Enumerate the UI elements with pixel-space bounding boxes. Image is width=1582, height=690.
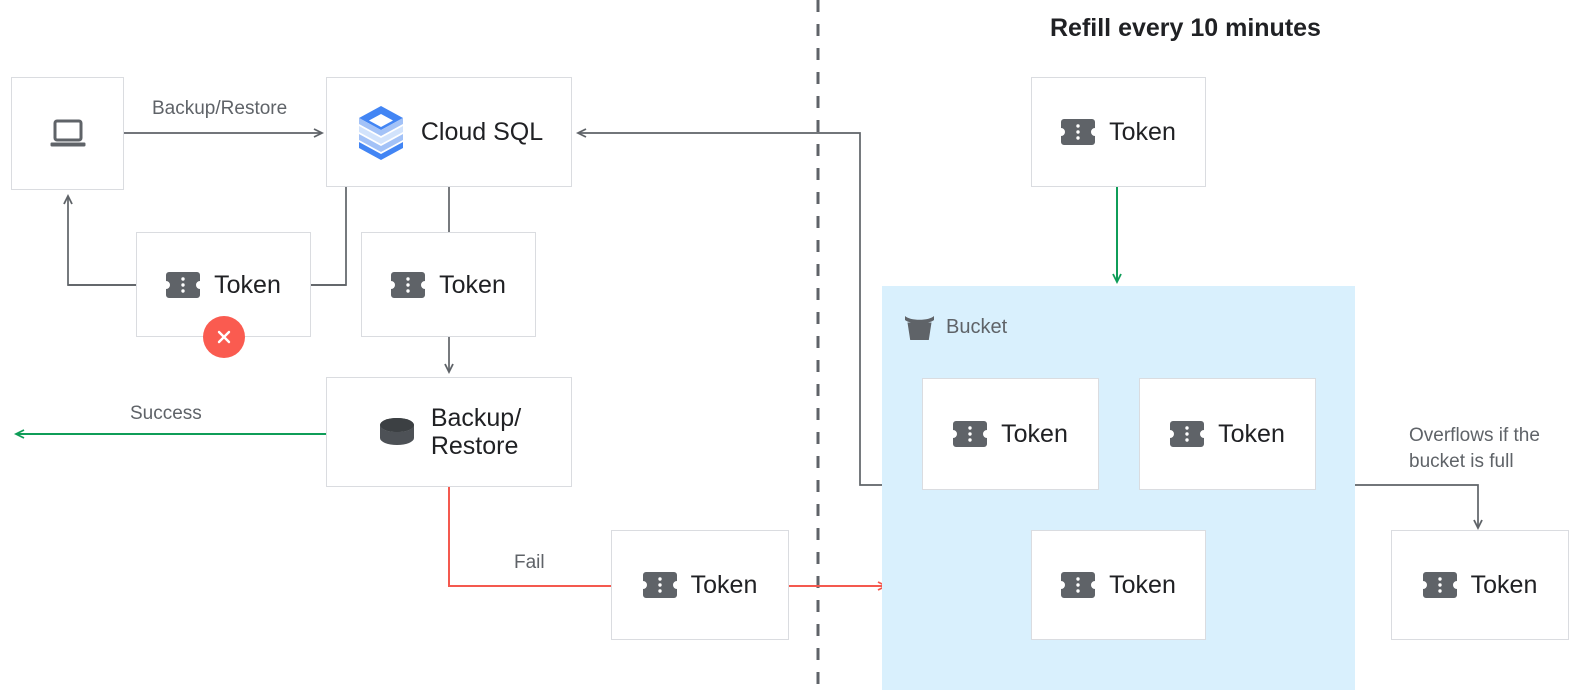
node-token-rejected-label: Token (214, 270, 281, 299)
node-backup-restore[interactable]: Backup/ Restore (326, 377, 572, 487)
edge-label-overflow-line2: bucket is full (1409, 450, 1514, 472)
cloud-sql-icon (358, 106, 403, 160)
edge-bucket-to-cloudsql (575, 128, 882, 486)
node-token-bucket-2-label: Token (1218, 420, 1285, 448)
node-backup-restore-label: Backup/ Restore (430, 404, 522, 460)
node-token-bucket-1[interactable]: Token (922, 378, 1099, 490)
node-token-bucket-1-label: Token (1001, 420, 1068, 448)
edge-overflow (1355, 484, 1483, 531)
bucket-header: Bucket (903, 312, 1007, 342)
node-cloud-sql-label: Cloud SQL (420, 118, 544, 146)
bucket-icon (905, 316, 934, 340)
node-token-fail-label: Token (690, 571, 758, 599)
token-icon (391, 271, 426, 298)
node-token-fail[interactable]: Token (611, 530, 789, 640)
token-icon (1061, 119, 1096, 145)
fail-badge (203, 316, 245, 358)
page-title: Refill every 10 minutes (1050, 14, 1321, 42)
edge-label-overflow-line1: Overflows if the (1409, 425, 1540, 446)
node-cloud-sql[interactable]: Cloud SQL (326, 77, 572, 187)
token-icon (1170, 421, 1205, 447)
token-icon (953, 421, 988, 447)
edge-label-backup-restore: Backup/Restore (152, 98, 288, 119)
edge-label-fail: Fail (514, 552, 545, 573)
edge-label-overflow: Overflows if the bucket is full (1409, 423, 1540, 474)
node-token-bucket-2[interactable]: Token (1139, 378, 1316, 490)
token-icon (166, 271, 201, 298)
laptop-icon (50, 119, 85, 146)
edge-label-success: Success (130, 403, 202, 424)
token-icon (642, 572, 677, 598)
node-token-refill-label: Token (1109, 118, 1176, 146)
token-icon (1422, 572, 1457, 598)
database-icon (379, 418, 414, 445)
node-token-consumed-label: Token (439, 270, 506, 299)
node-token-overflow[interactable]: Token (1391, 530, 1569, 640)
node-token-bucket-3[interactable]: Token (1031, 530, 1206, 640)
node-client[interactable] (11, 77, 124, 190)
node-token-bucket-3-label: Token (1109, 571, 1176, 599)
node-token-overflow-label: Token (1470, 571, 1538, 599)
token-icon (1061, 572, 1096, 598)
close-icon (217, 330, 231, 344)
node-token-refill[interactable]: Token (1031, 77, 1206, 187)
bucket-label: Bucket (946, 315, 1008, 338)
node-token-consumed[interactable]: Token (361, 232, 536, 337)
